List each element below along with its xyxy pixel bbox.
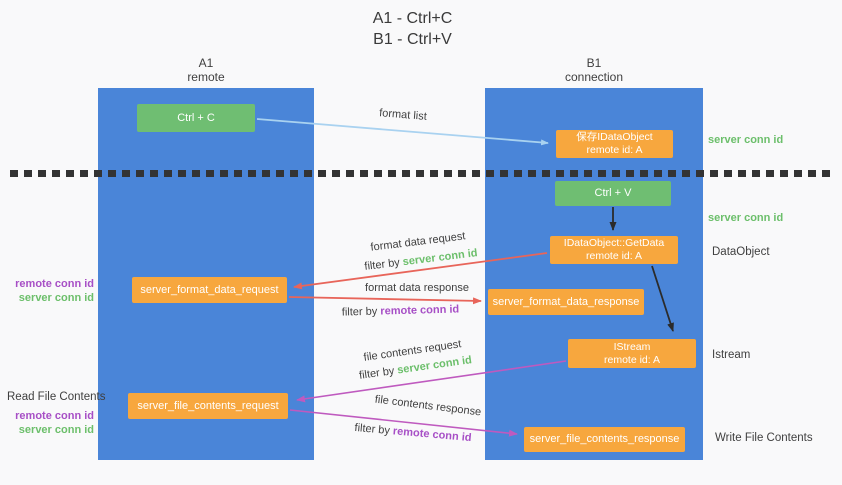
filter-by-text: filter by [354,421,391,437]
filter-by-text: filter by [341,305,378,319]
node-save-idataobject: 保存IDataObject remote id: A [556,130,673,158]
node-server-file-contents-response-label: server_file_contents_response [529,433,680,445]
lane-b-id: B1 [586,56,602,70]
lane-a-header: A1 remote [98,56,314,84]
diagram-title: A1 - Ctrl+C B1 - Ctrl+V [330,8,495,50]
server-conn-id-label: server conn id [18,424,94,436]
divider-dotted-line [10,170,836,177]
title-line-1: A1 - Ctrl+C [372,10,453,27]
node-idataobject-getdata-line2: remote id: A [585,250,643,262]
server-conn-id-top-label: server conn id [708,134,784,146]
node-server-format-data-response-label: server_format_data_response [492,295,640,308]
edge-label-format-list: format list [378,107,428,123]
lane-a-id: A1 [198,56,214,70]
node-save-idataobject-line1: 保存IDataObject [576,131,653,143]
remote-conn-id-label: remote conn id [15,410,94,422]
node-ctrl-v: Ctrl + V [555,181,671,206]
node-server-file-contents-request: server_file_contents_request [128,393,288,419]
remote-conn-id-label: remote conn id [15,278,94,290]
server-conn-id-label: server conn id [18,292,94,304]
node-save-idataobject-line2: remote id: A [586,144,643,156]
istream-label: Istream [712,349,751,361]
left-file-conn-ids: remote conn id server conn id [0,409,94,437]
remote-conn-id-text: remote conn id [392,425,472,445]
edge-label-format-data-response: format data response [365,282,469,294]
lane-b-role: connection [564,70,624,84]
server-conn-id-text: server conn id [402,247,479,269]
node-ctrl-c: Ctrl + C [137,104,255,132]
left-format-conn-ids: remote conn id server conn id [0,277,94,305]
node-ctrl-c-label: Ctrl + C [177,111,215,124]
edge-label-file-contents-response-filter: filter by remote conn id [348,421,479,444]
edge-label-format-data-response-filter: filter by remote conn id [338,303,463,318]
title-line-2: B1 - Ctrl+V [373,31,452,48]
lane-a-role: remote [187,70,225,84]
write-file-contents-label: Write File Contents [715,432,813,444]
remote-conn-id-text: remote conn id [380,303,460,318]
node-server-format-data-request-label: server_format_data_request [140,283,279,296]
node-server-format-data-response: server_format_data_response [488,289,644,315]
node-idataobject-getdata-line1: IDataObject::GetData [563,237,665,249]
node-istream: IStream remote id: A [568,339,696,368]
node-idataobject-getdata: IDataObject::GetData remote id: A [550,236,678,264]
lane-b-header: B1 connection [485,56,703,84]
arrow-format-data-response [288,296,482,305]
node-istream-line1: IStream [613,340,651,353]
node-istream-line2: remote id: A [603,353,661,366]
read-file-contents-label: Read File Contents [7,391,106,403]
edge-label-file-contents-response: file contents response [374,393,482,419]
filter-by-text: filter by [363,256,401,273]
node-ctrl-v-label: Ctrl + V [594,187,632,199]
node-server-file-contents-request-label: server_file_contents_request [137,399,279,412]
node-server-file-contents-response: server_file_contents_response [524,427,685,452]
dataobject-label: DataObject [712,246,770,258]
filter-by-text: filter by [358,365,396,382]
node-server-format-data-request: server_format_data_request [132,277,287,303]
server-conn-id-mid-label: server conn id [708,212,784,224]
